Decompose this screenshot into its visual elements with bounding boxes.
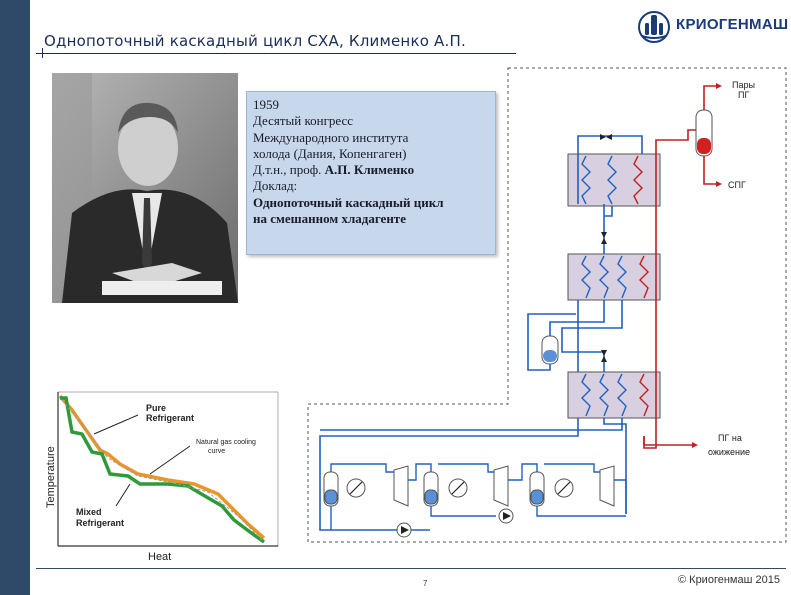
- coil-3d: [639, 373, 649, 417]
- info-institute: Международного института: [253, 129, 409, 145]
- label-pure-2: Refrigerant: [146, 413, 194, 423]
- sep-c3-liq: [530, 489, 544, 505]
- info-author-name: А.П. Клименко: [324, 162, 415, 178]
- pipe-c23: [508, 463, 538, 481]
- info-report-label: Доклад:: [253, 178, 298, 194]
- pipe-c2-liq: [430, 506, 496, 517]
- coil-2b: [599, 255, 609, 299]
- label-ng-1: Natural gas cooling: [196, 439, 256, 446]
- boundary-dashed: [307, 67, 787, 543]
- arrow-ng-liq: [692, 442, 698, 448]
- cooling-curves-graph: Pure Refrigerant Natural gas cooling cur…: [45, 391, 279, 563]
- graph-frame: [57, 391, 279, 547]
- label-pure-1: Pure: [146, 403, 166, 413]
- info-box: 1959 Десятый конгресс Международного инс…: [246, 91, 496, 255]
- sep-c1-liq: [324, 489, 338, 505]
- ref-line-loop: [603, 418, 627, 514]
- mixed-refrigerant-curve: [60, 396, 266, 544]
- portrait-photo: [52, 73, 238, 303]
- info-location: холода (Дания, Копенгаген): [253, 145, 407, 161]
- footer-line: [36, 568, 786, 569]
- label-ng-liq-1: ПГ на: [718, 433, 742, 443]
- label-ng-2: curve: [208, 448, 225, 455]
- info-author-title: Д.т.н., проф.: [253, 162, 325, 178]
- ng-line-feed: [643, 436, 692, 446]
- coil-1b: [607, 155, 617, 205]
- pipe-c12: [408, 463, 432, 481]
- title-tick: [42, 48, 43, 58]
- pump-1-arrow: [401, 526, 409, 534]
- valve-1b: [606, 134, 612, 140]
- info-congress: Десятый конгресс: [253, 113, 354, 129]
- cooler-2-x: [451, 481, 465, 495]
- label-mixed-2: Refrigerant: [76, 518, 124, 528]
- logo-wordmark: КРИОГЕНМАШ: [676, 16, 789, 33]
- separator-top-liquid: [697, 138, 711, 154]
- pump-2-arrow: [503, 512, 511, 520]
- pure-refrigerant-curve: [58, 394, 266, 540]
- pipe-c2: [438, 463, 494, 473]
- graph-y-label: Temperature: [45, 446, 57, 508]
- compressor-1: [393, 465, 409, 507]
- slide-title: Однопоточный каскадный цикл СХА, Клименк…: [44, 32, 466, 50]
- pointer-pure: [93, 414, 139, 435]
- ref-line-12b: [604, 206, 613, 217]
- pipe-c3-out: [614, 479, 627, 514]
- coil-2a: [581, 255, 591, 299]
- cascade-process-scheme: Пары ПГ СПГ ПГ на ожижение: [307, 67, 787, 543]
- coil-2c: [617, 255, 627, 299]
- vapor-out-line: [703, 85, 718, 112]
- label-ng-liq-2: ожижение: [708, 447, 750, 457]
- valve-2b: [601, 238, 607, 244]
- pointer-ng: [149, 445, 191, 475]
- copyright: © Криогенмаш 2015: [678, 574, 780, 586]
- label-vapors-2: ПГ: [738, 90, 749, 100]
- valve-2a: [601, 232, 607, 238]
- pipe-c3: [544, 463, 600, 473]
- coil-2d: [639, 255, 649, 299]
- natural-gas-curve: [61, 399, 263, 541]
- separator-mid-liquid: [543, 350, 557, 362]
- arrow-vapor: [716, 83, 722, 89]
- info-report-title-2: на смешанном хладагенте: [253, 211, 406, 227]
- cooler-3-x: [557, 481, 571, 495]
- pipe-c3-liq: [536, 506, 626, 517]
- pointer-mixed: [115, 483, 131, 507]
- info-report-title-1: Однопоточный каскадный цикл: [253, 194, 444, 210]
- label-mixed-1: Mixed: [76, 507, 102, 517]
- graph-x-label: Heat: [148, 551, 171, 563]
- compressor-2: [493, 465, 509, 507]
- info-year: 1959: [253, 97, 279, 112]
- ng-line-red: [643, 129, 696, 449]
- ref-line-sep: [527, 313, 576, 371]
- ref-line-return2: [320, 418, 623, 431]
- cooler-1-x: [349, 481, 363, 495]
- valve-1a: [600, 134, 606, 140]
- cryogenmash-logo-icon: [638, 11, 670, 43]
- coil-1c: [633, 155, 643, 205]
- page-number: 7: [423, 579, 428, 588]
- coil-3c: [617, 373, 627, 417]
- pipe-c1: [330, 463, 394, 473]
- arrow-lng: [716, 181, 722, 187]
- coil-3a: [581, 373, 591, 417]
- label-lng: СПГ: [728, 180, 746, 190]
- ref-line-23c: [561, 300, 623, 372]
- valve-3b: [601, 356, 607, 362]
- label-vapors-1: Пары: [732, 80, 755, 90]
- ref-line-23b: [549, 300, 605, 338]
- info-author: Д.т.н., проф. А.П. Клименко: [253, 162, 489, 178]
- sep-c2-liq: [424, 489, 438, 505]
- coil-1a: [581, 155, 591, 205]
- valve-3a: [601, 350, 607, 356]
- title-underline: [36, 53, 516, 54]
- lng-out-line: [703, 152, 718, 185]
- compressor-3: [599, 465, 615, 507]
- coil-3b: [599, 373, 609, 417]
- left-accent-bar: [0, 0, 30, 595]
